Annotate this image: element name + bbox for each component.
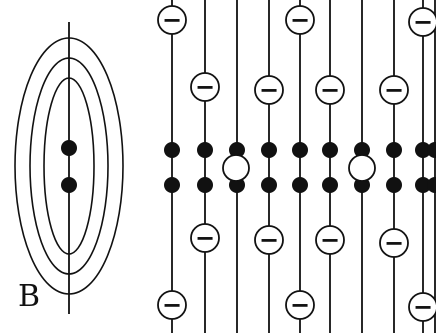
lattice-dot (415, 142, 431, 158)
lattice-dot (427, 177, 436, 193)
ion-lattice-panel: − − − − − − − − − − − − − − (157, 0, 436, 333)
negative-ion: − (190, 223, 220, 253)
ion-circle (315, 75, 345, 105)
minus-sign: − (384, 76, 404, 104)
negative-ion: − (379, 228, 409, 258)
ion-circle (408, 7, 436, 37)
ion-circle (190, 223, 220, 253)
lattice-dot (197, 177, 213, 193)
minus-sign: − (413, 8, 433, 36)
lattice-dot (386, 142, 402, 158)
vacancy-circle (348, 154, 376, 182)
lattice-dot (322, 142, 338, 158)
lattice-dot (229, 142, 245, 158)
lattice-dot (261, 177, 277, 193)
negative-ion: − (285, 290, 315, 320)
lattice-dot (386, 177, 402, 193)
ion-circle (379, 75, 409, 105)
ion-circle (157, 5, 187, 35)
lattice-dot (164, 142, 180, 158)
minus-sign: − (320, 226, 340, 254)
negative-ion: − (408, 7, 436, 37)
minus-sign: − (259, 76, 279, 104)
dipole-charge (61, 140, 77, 156)
negative-ion: − (190, 72, 220, 102)
lattice-dot (415, 177, 431, 193)
minus-sign: − (290, 291, 310, 319)
lattice-dot (322, 177, 338, 193)
minus-sign: − (384, 229, 404, 257)
minus-sign: − (320, 76, 340, 104)
minus-sign: − (162, 6, 182, 34)
lattice-dot (427, 142, 436, 158)
vacancy-circle (222, 154, 250, 182)
panel-label: B (18, 279, 40, 314)
lattice-dot (292, 177, 308, 193)
minus-sign: − (259, 226, 279, 254)
negative-ion: − (157, 290, 187, 320)
ion-circle (379, 228, 409, 258)
ion-circle (285, 5, 315, 35)
ion-circle (254, 75, 284, 105)
dipole-field-panel (14, 22, 124, 314)
negative-ion: − (315, 225, 345, 255)
ion-circle (254, 225, 284, 255)
negative-ion: − (157, 5, 187, 35)
ion-circle (285, 290, 315, 320)
ion-circle (190, 72, 220, 102)
lattice-dot (197, 142, 213, 158)
minus-sign: − (195, 224, 215, 252)
negative-ion: − (379, 75, 409, 105)
ion-circle (315, 225, 345, 255)
negative-ion: − (254, 225, 284, 255)
minus-sign: − (162, 291, 182, 319)
minus-sign: − (195, 73, 215, 101)
lattice-dot (164, 177, 180, 193)
minus-sign: − (413, 293, 433, 321)
negative-ion: − (408, 292, 436, 322)
ion-circle (157, 290, 187, 320)
negative-ion: − (285, 5, 315, 35)
ion-circle (408, 292, 436, 322)
dipole-charge (61, 177, 77, 193)
lattice-dot (261, 142, 277, 158)
lattice-dot (292, 142, 308, 158)
negative-ion: − (315, 75, 345, 105)
negative-ion: − (254, 75, 284, 105)
minus-sign: − (290, 6, 310, 34)
lattice-dot (354, 142, 370, 158)
